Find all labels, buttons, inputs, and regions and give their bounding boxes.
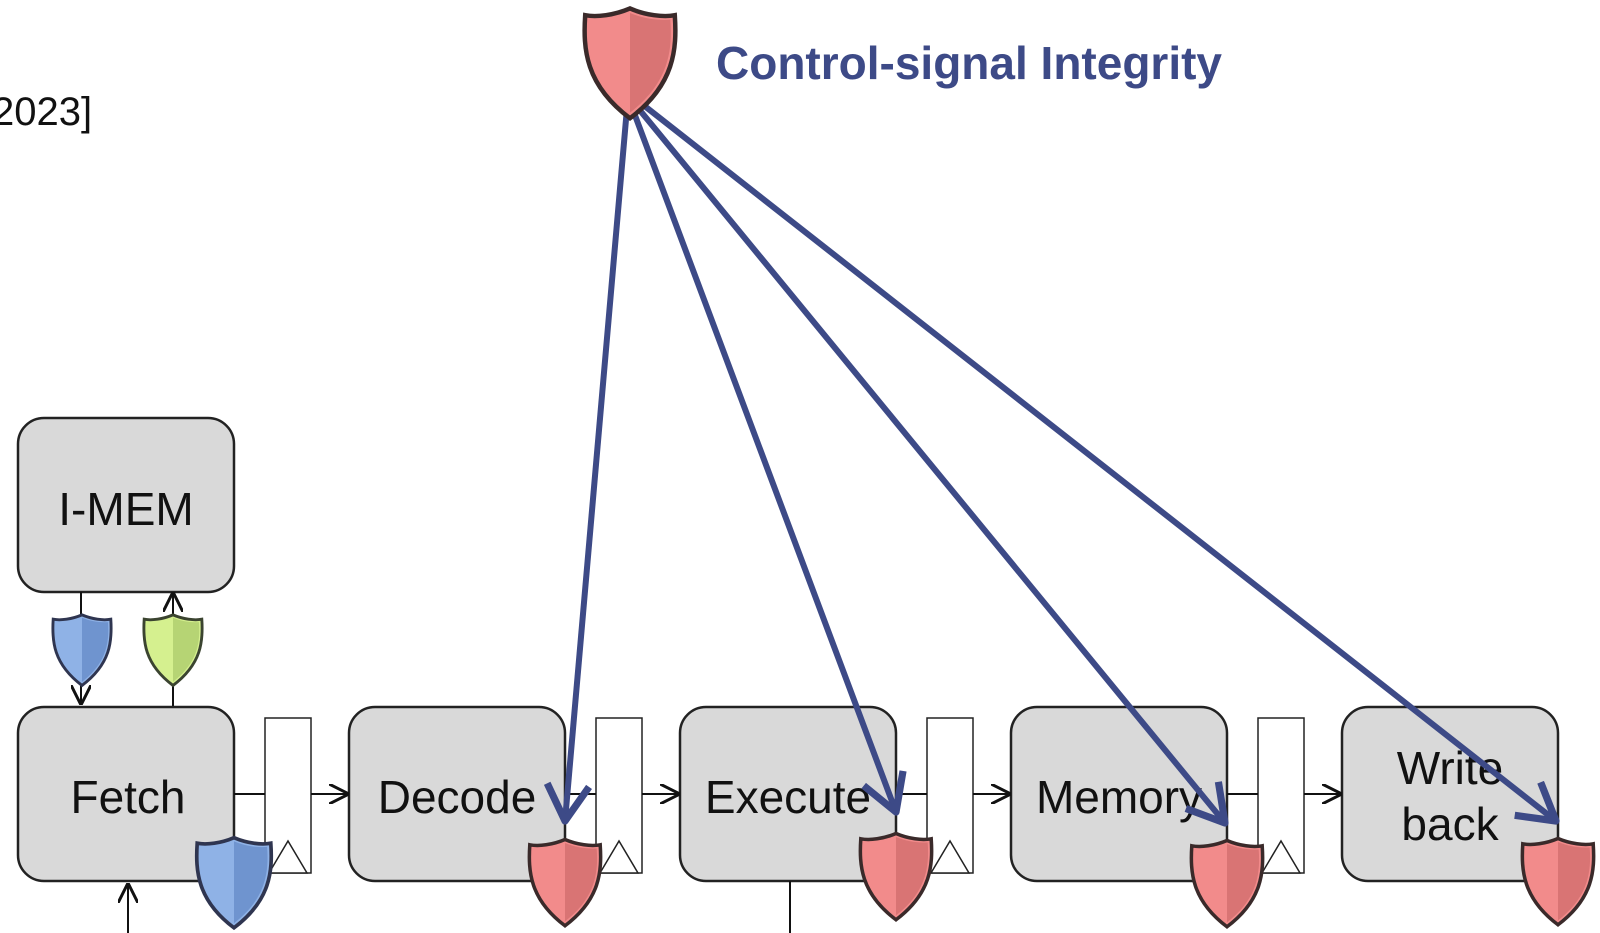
control-arrow-memory <box>635 105 1225 823</box>
shield-icon <box>1520 836 1596 927</box>
branch-feedback-wire <box>128 881 791 933</box>
shield-icon <box>51 613 113 687</box>
control-arrow-decode <box>565 105 630 821</box>
fetch-label: Fetch <box>70 771 185 823</box>
writeback-block: Write back <box>1340 705 1560 883</box>
memory-label: Memory <box>1036 771 1202 823</box>
citation-text: 2023] <box>0 90 92 134</box>
execute-label: Execute <box>705 771 871 823</box>
shield-icon <box>142 613 204 687</box>
control-arrow-writeback <box>639 101 1556 821</box>
shield-icon <box>527 837 603 928</box>
decode-label: Decode <box>378 771 537 823</box>
imem-block: I-MEM <box>16 416 236 594</box>
pipeline-register-id-ex <box>595 717 643 874</box>
memory-block: Memory <box>1009 705 1229 883</box>
shield-icon <box>858 831 934 922</box>
decode-block: Decode <box>347 705 567 883</box>
shield-icon <box>1189 838 1265 929</box>
shield-icon <box>585 8 676 118</box>
control-signal-arrows <box>565 101 1556 823</box>
shield-icon <box>194 835 274 930</box>
fetch-block: Fetch <box>16 705 236 883</box>
writeback-label-line2: back <box>1401 798 1499 850</box>
control-signal-integrity-title: Control-signal Integrity <box>716 37 1222 89</box>
pipeline-register-ex-mem <box>926 717 974 874</box>
pipeline-register-mem-wb <box>1257 717 1305 874</box>
imem-label: I-MEM <box>58 483 193 535</box>
execute-block: Execute <box>678 705 898 883</box>
control-arrow-execute <box>630 107 896 812</box>
